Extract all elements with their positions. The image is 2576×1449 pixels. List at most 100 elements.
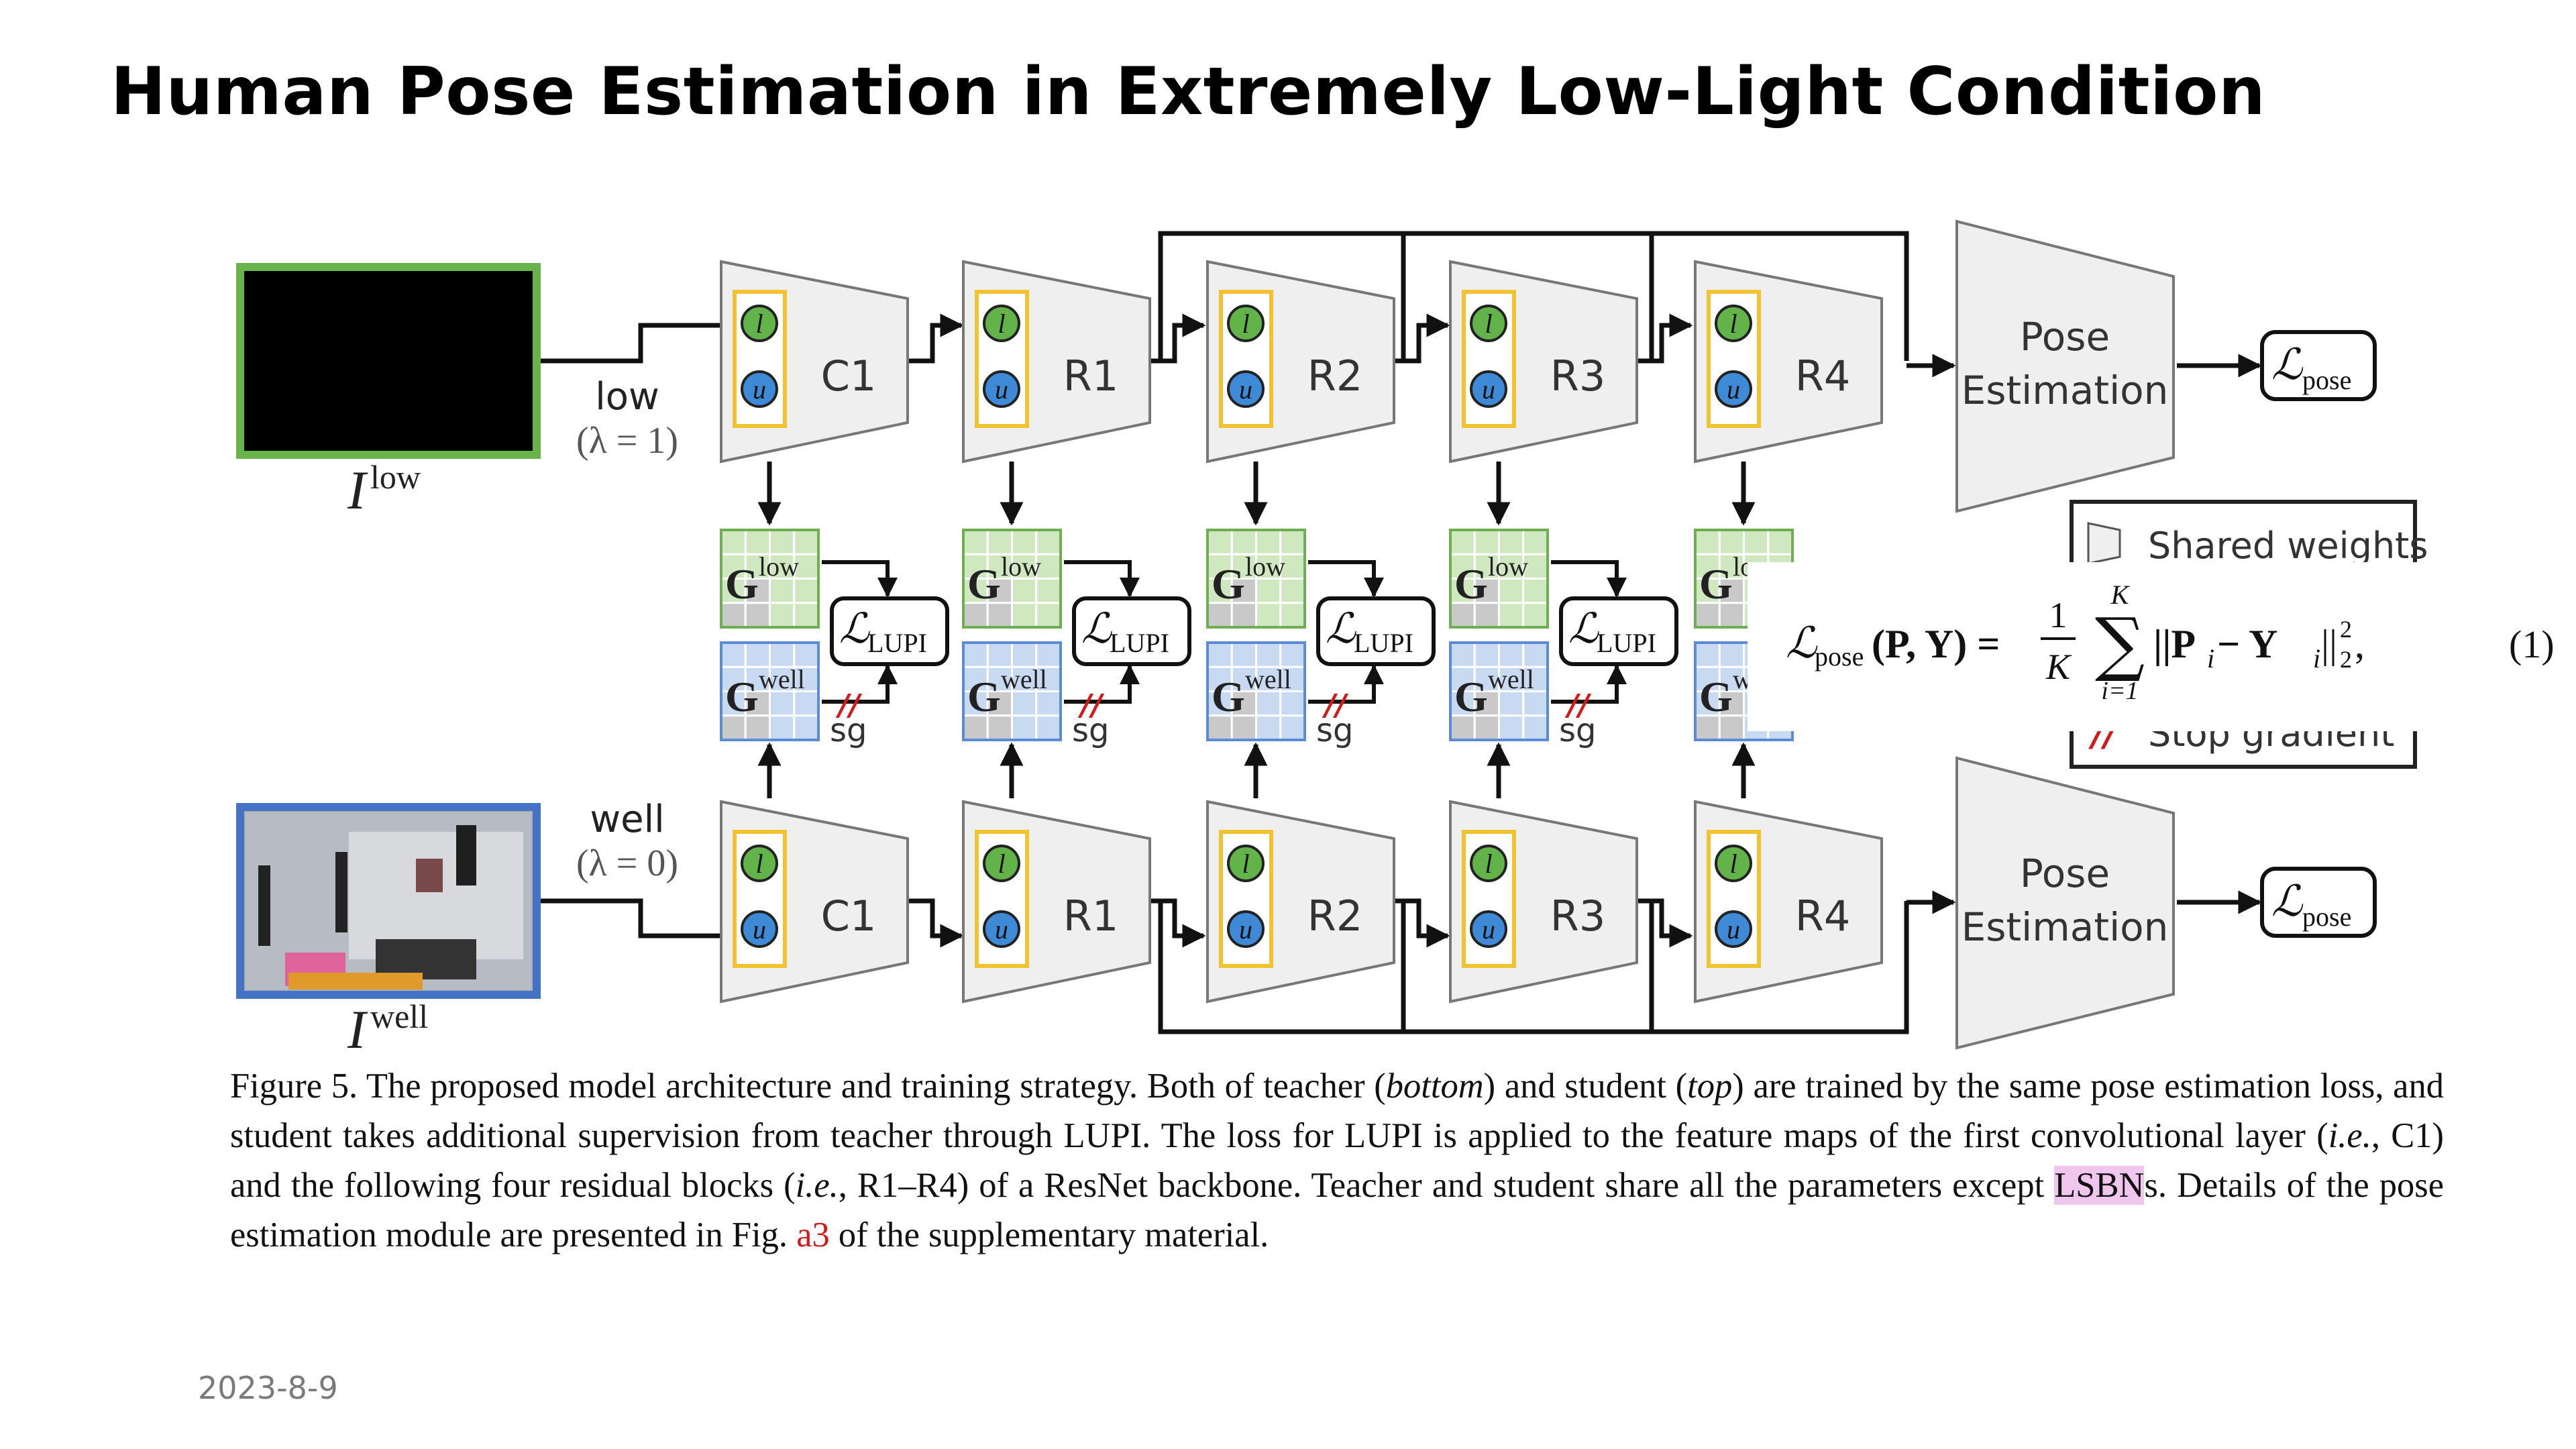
svg-text:LUPI: LUPI bbox=[1354, 628, 1413, 658]
svg-text:low: low bbox=[759, 551, 799, 582]
svg-text:u: u bbox=[1727, 374, 1740, 405]
svg-text:ℒ: ℒ bbox=[839, 604, 870, 653]
svg-text:2: 2 bbox=[2340, 646, 2352, 673]
svg-text:u: u bbox=[995, 374, 1008, 405]
input-well-label: I bbox=[347, 999, 368, 1060]
norm-u-circle bbox=[1470, 370, 1507, 408]
svg-text:∑: ∑ bbox=[2095, 602, 2145, 684]
svg-text:LUPI: LUPI bbox=[1597, 628, 1656, 658]
norm-l-circle bbox=[1715, 305, 1752, 342]
highlight-lsbn: LSBN bbox=[2054, 1166, 2145, 1205]
svg-text:l: l bbox=[1729, 309, 1737, 339]
svg-text:G: G bbox=[1699, 673, 1733, 720]
svg-text:l: l bbox=[755, 849, 763, 879]
svg-text:G: G bbox=[1454, 673, 1488, 720]
svg-text:u: u bbox=[1239, 914, 1252, 945]
figure-ref-link[interactable]: a3 bbox=[796, 1216, 830, 1254]
sg-label: sg bbox=[1316, 712, 1353, 749]
input-low-label: I bbox=[347, 460, 368, 521]
block-label: R1 bbox=[1063, 352, 1119, 400]
legend-shared-weights: Shared weights bbox=[2148, 525, 2428, 567]
svg-text:u: u bbox=[753, 914, 766, 945]
svg-text:ℒ: ℒ bbox=[1568, 604, 1599, 653]
stop-gradient-mark: // bbox=[1564, 688, 1592, 722]
svg-text:u: u bbox=[1239, 374, 1252, 405]
norm-u-circle bbox=[983, 910, 1020, 948]
svg-text:ℒ: ℒ bbox=[1081, 604, 1112, 653]
svg-text:l: l bbox=[755, 309, 763, 339]
svg-text:well: well bbox=[1488, 664, 1534, 694]
pose-label-top-2: Estimation bbox=[1962, 368, 2169, 413]
svg-text:low: low bbox=[1488, 551, 1528, 582]
pose-loss-top: ℒ pose bbox=[2260, 330, 2377, 401]
norm-l-circle bbox=[1715, 845, 1752, 882]
input-low-sup: low bbox=[370, 458, 421, 496]
student-block-r1: l u R1 bbox=[962, 260, 1151, 464]
svg-text:i: i bbox=[2313, 643, 2320, 674]
norm-u-circle bbox=[741, 370, 778, 408]
block-label: R1 bbox=[1063, 892, 1119, 941]
norm-u-circle bbox=[1715, 910, 1752, 948]
teacher-block-r4: l u R4 bbox=[1694, 800, 1883, 1004]
svg-text:i: i bbox=[2207, 643, 2214, 674]
svg-text:G: G bbox=[725, 673, 759, 720]
svg-text:G: G bbox=[1454, 560, 1488, 608]
norm-l-circle bbox=[1470, 845, 1507, 882]
block-label: R2 bbox=[1307, 892, 1363, 941]
svg-text:(P, Y) =: (P, Y) = bbox=[1872, 622, 2000, 666]
block-label: R2 bbox=[1307, 352, 1363, 400]
svg-text:well: well bbox=[1245, 664, 1291, 694]
student-block-c1: l u C1 bbox=[720, 260, 909, 464]
norm-u-circle bbox=[1227, 910, 1265, 948]
svg-text:l: l bbox=[1242, 849, 1249, 879]
norm-l-circle bbox=[1470, 305, 1507, 342]
architecture-figure: I low I well low (λ = 1) well (λ = 0) lu… bbox=[236, 219, 2576, 1060]
block-label: C1 bbox=[821, 352, 877, 400]
svg-text:LUPI: LUPI bbox=[867, 628, 927, 658]
pose-estimation-teacher: Pose Estimation bbox=[1955, 756, 2175, 1050]
svg-text:u: u bbox=[753, 374, 766, 405]
block-label: R4 bbox=[1795, 892, 1851, 941]
svg-text:− Y: − Y bbox=[2217, 622, 2277, 666]
norm-u-circle bbox=[1470, 910, 1507, 948]
svg-text:ℒ: ℒ bbox=[2271, 877, 2304, 926]
svg-text:i=1: i=1 bbox=[2101, 677, 2138, 705]
svg-text:ℒ: ℒ bbox=[1786, 619, 1818, 668]
norm-u-circle bbox=[1227, 370, 1265, 408]
sg-label: sg bbox=[1072, 712, 1109, 749]
svg-text:ℒ: ℒ bbox=[2271, 340, 2304, 390]
norm-l-circle bbox=[1227, 845, 1265, 882]
svg-text:u: u bbox=[1727, 914, 1740, 945]
stream-well-lambda: (λ = 0) bbox=[576, 843, 678, 884]
svg-text:l: l bbox=[998, 309, 1005, 339]
stop-gradient-mark: // bbox=[1077, 688, 1105, 722]
slide-title: Human Pose Estimation in Extremely Low-L… bbox=[111, 54, 2266, 130]
svg-text:K: K bbox=[2110, 580, 2131, 610]
pose-label-bottom-2: Estimation bbox=[1962, 904, 2169, 950]
well-lit-input-image bbox=[236, 803, 541, 999]
svg-text:l: l bbox=[1485, 309, 1492, 339]
stream-low-name: low bbox=[595, 375, 659, 419]
norm-u-circle bbox=[1715, 370, 1752, 408]
svg-text:u: u bbox=[1482, 914, 1495, 945]
svg-text:low: low bbox=[1001, 551, 1041, 582]
svg-text:l: l bbox=[1729, 849, 1737, 879]
svg-text:||P: ||P bbox=[2153, 622, 2196, 666]
norm-l-circle bbox=[741, 845, 778, 882]
sg-label: sg bbox=[830, 712, 867, 749]
pose-loss-equation: ℒ pose (P, Y) = 1 K K ∑ i=1 ||P i − Y i … bbox=[1748, 562, 2576, 731]
svg-text:pose: pose bbox=[2302, 902, 2351, 932]
